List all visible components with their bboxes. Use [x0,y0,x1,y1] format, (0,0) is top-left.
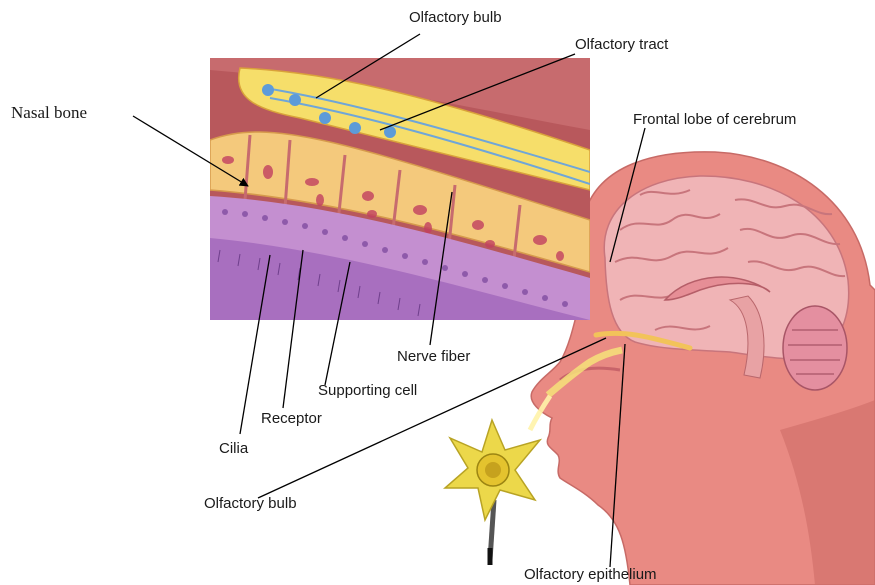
cerebellum [783,306,847,390]
label-frontal-lobe: Frontal lobe of cerebrum [633,111,796,129]
label-receptor: Receptor [261,410,322,428]
tissue-inset [210,58,590,320]
label-olfactory-epithelium: Olfactory epithelium [524,566,657,584]
label-nasal-bone: Nasal bone [11,104,87,122]
label-cilia: Cilia [219,440,248,458]
label-supporting-cell: Supporting cell [318,382,417,400]
label-olfactory-tract: Olfactory tract [575,36,668,54]
daffodil-flower [445,396,550,565]
label-nerve-fiber: Nerve fiber [397,348,470,366]
label-olfactory-bulb-top: Olfactory bulb [409,9,502,27]
label-olfactory-bulb-bottom: Olfactory bulb [204,495,297,513]
